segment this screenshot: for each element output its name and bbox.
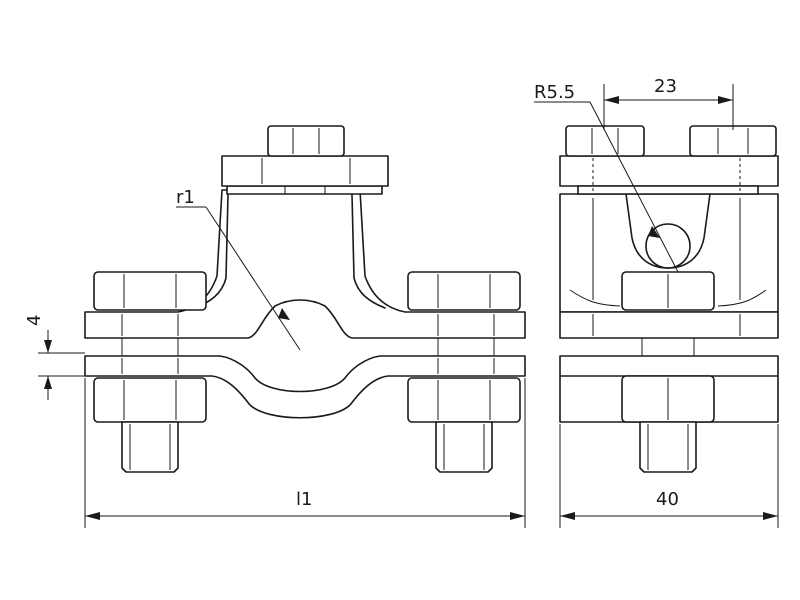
side-right-top-nut: [689, 125, 777, 157]
left-upper-hex-nut: [93, 271, 207, 311]
right-lower-hex-nut: [407, 377, 521, 423]
thickness-4-label: 4: [24, 315, 45, 326]
radius-r1-label: r1: [176, 187, 195, 208]
side-upper-flange: [559, 311, 779, 339]
width-40-dimension: 40: [559, 424, 779, 528]
side-left-top-nut: [565, 125, 645, 157]
side-lower-hex-nut: [621, 375, 715, 423]
side-top-plate: [559, 128, 779, 195]
lower-clamp-body: [84, 355, 526, 419]
bolt-spacing-label: 23: [654, 76, 677, 97]
width-40-label: 40: [656, 489, 679, 510]
side-upper-hex-nut: [621, 271, 715, 311]
groove-radius-dimension: R5.5: [534, 82, 679, 273]
side-view: R5.5 23 40: [534, 76, 779, 528]
radius-r1-dimension: r1: [176, 187, 301, 351]
right-threaded-bolt-end: [435, 421, 493, 473]
thickness-4-dimension: 4: [24, 315, 85, 400]
upper-clamp-body: [84, 189, 526, 339]
groove-radius-label: R5.5: [534, 82, 575, 103]
length-l1-dimension: l1: [84, 378, 526, 528]
right-upper-hex-nut: [407, 271, 521, 311]
top-washer-plate: [221, 155, 389, 195]
side-threaded-bolt-end: [639, 421, 697, 473]
left-lower-hex-nut: [93, 377, 207, 423]
left-threaded-bolt-end: [121, 421, 179, 473]
length-l1-label: l1: [296, 489, 312, 510]
bolt-shanks: [121, 338, 495, 356]
top-hex-nut: [267, 125, 345, 157]
bolt-spacing-dimension: 23: [603, 76, 734, 130]
side-bolt-shank: [641, 338, 695, 356]
front-view: r1 4 l1: [24, 125, 526, 528]
